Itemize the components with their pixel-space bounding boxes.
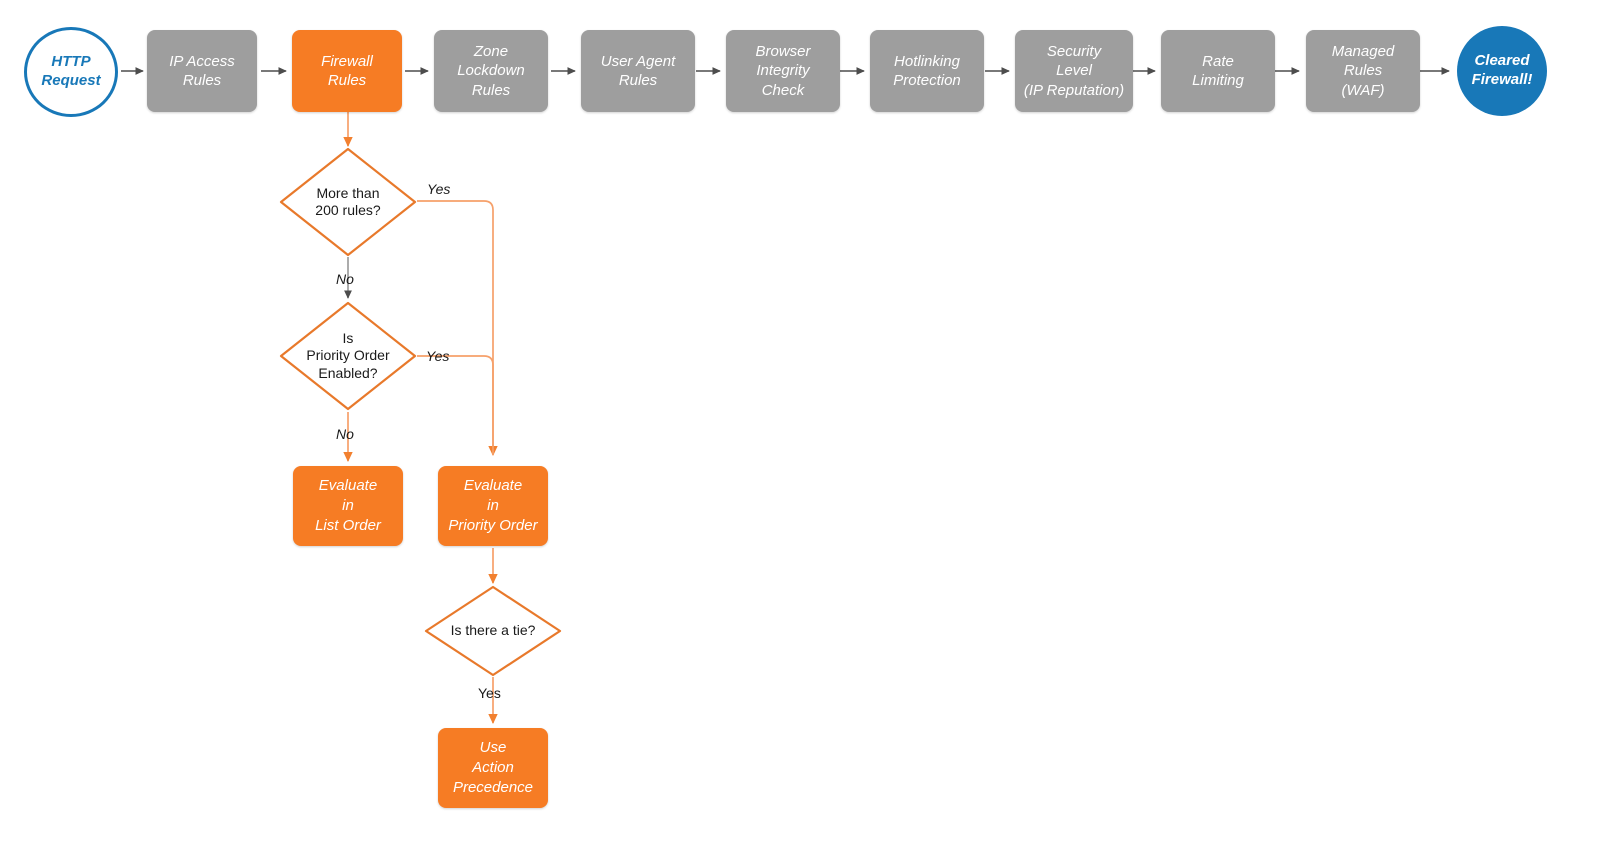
- node-label: User Agent Rules: [600, 52, 676, 89]
- edge-label-yes-priority-order: Yes: [426, 348, 449, 364]
- edge-label-text: Yes: [478, 685, 501, 701]
- edge-label-text: No: [336, 271, 354, 287]
- node-hotlinking-protection[interactable]: Hotlinking Protection: [870, 30, 984, 112]
- node-evaluate-in-priority-order[interactable]: Evaluate in Priority Order: [438, 466, 548, 546]
- diamond-shape: [424, 585, 562, 677]
- node-use-action-precedence[interactable]: Use Action Precedence: [438, 728, 548, 808]
- node-label: Managed Rules (WAF): [1331, 43, 1395, 99]
- node-label: Evaluate in Priority Order: [448, 476, 538, 535]
- node-zone-lockdown-rules[interactable]: Zone Lockdown Rules: [434, 30, 548, 112]
- node-label: Zone Lockdown Rules: [457, 43, 525, 99]
- node-decision-is-priority-order-enabled[interactable]: Is Priority Order Enabled?: [278, 300, 418, 412]
- edge-label-no-priority-order: No: [336, 426, 354, 442]
- node-evaluate-in-list-order[interactable]: Evaluate in List Order: [293, 466, 403, 546]
- node-rate-limiting[interactable]: Rate Limiting: [1161, 30, 1275, 112]
- node-label: Hotlinking Protection: [893, 52, 961, 89]
- diamond-shape: [279, 301, 417, 411]
- node-decision-is-there-a-tie[interactable]: Is there a tie?: [423, 584, 563, 678]
- node-label: Security Level (IP Reputation): [1023, 43, 1125, 99]
- diamond-shape: [279, 147, 417, 257]
- node-security-level[interactable]: Security Level (IP Reputation): [1015, 30, 1133, 112]
- node-firewall-rules[interactable]: Firewall Rules: [292, 30, 402, 112]
- node-label: HTTP Request: [41, 53, 101, 89]
- edge-label-text: No: [336, 426, 354, 442]
- node-label: Cleared Firewall!: [1471, 52, 1533, 88]
- node-browser-integrity-check[interactable]: Browser Integrity Check: [726, 30, 840, 112]
- node-cleared-firewall[interactable]: Cleared Firewall!: [1457, 26, 1547, 116]
- node-ip-access-rules[interactable]: IP Access Rules: [147, 30, 257, 112]
- node-label: More than 200 rules?: [315, 184, 381, 218]
- node-label: Browser Integrity Check: [755, 43, 811, 99]
- node-label: Is Priority Order Enabled?: [306, 330, 390, 381]
- node-label: Evaluate in List Order: [315, 476, 381, 535]
- node-label: Firewall Rules: [321, 52, 373, 89]
- edge-label-no-more-than-200-rules: No: [336, 271, 354, 287]
- edge-label-text: Yes: [427, 181, 451, 197]
- node-label: Is there a tie?: [450, 622, 536, 639]
- edge-label-text: Yes: [426, 348, 450, 364]
- node-managed-rules-waf[interactable]: Managed Rules (WAF): [1306, 30, 1420, 112]
- node-label: IP Access Rules: [169, 52, 235, 89]
- node-decision-more-than-200-rules[interactable]: More than 200 rules?: [278, 146, 418, 258]
- edge-label-yes-is-there-a-tie: Yes: [478, 685, 501, 701]
- edge-label-yes-more-than-200-rules: Yes: [427, 181, 450, 197]
- node-user-agent-rules[interactable]: User Agent Rules: [581, 30, 695, 112]
- node-label: Use Action Precedence: [452, 738, 534, 797]
- node-label: Rate Limiting: [1192, 52, 1244, 89]
- node-http-request[interactable]: HTTP Request: [24, 27, 118, 117]
